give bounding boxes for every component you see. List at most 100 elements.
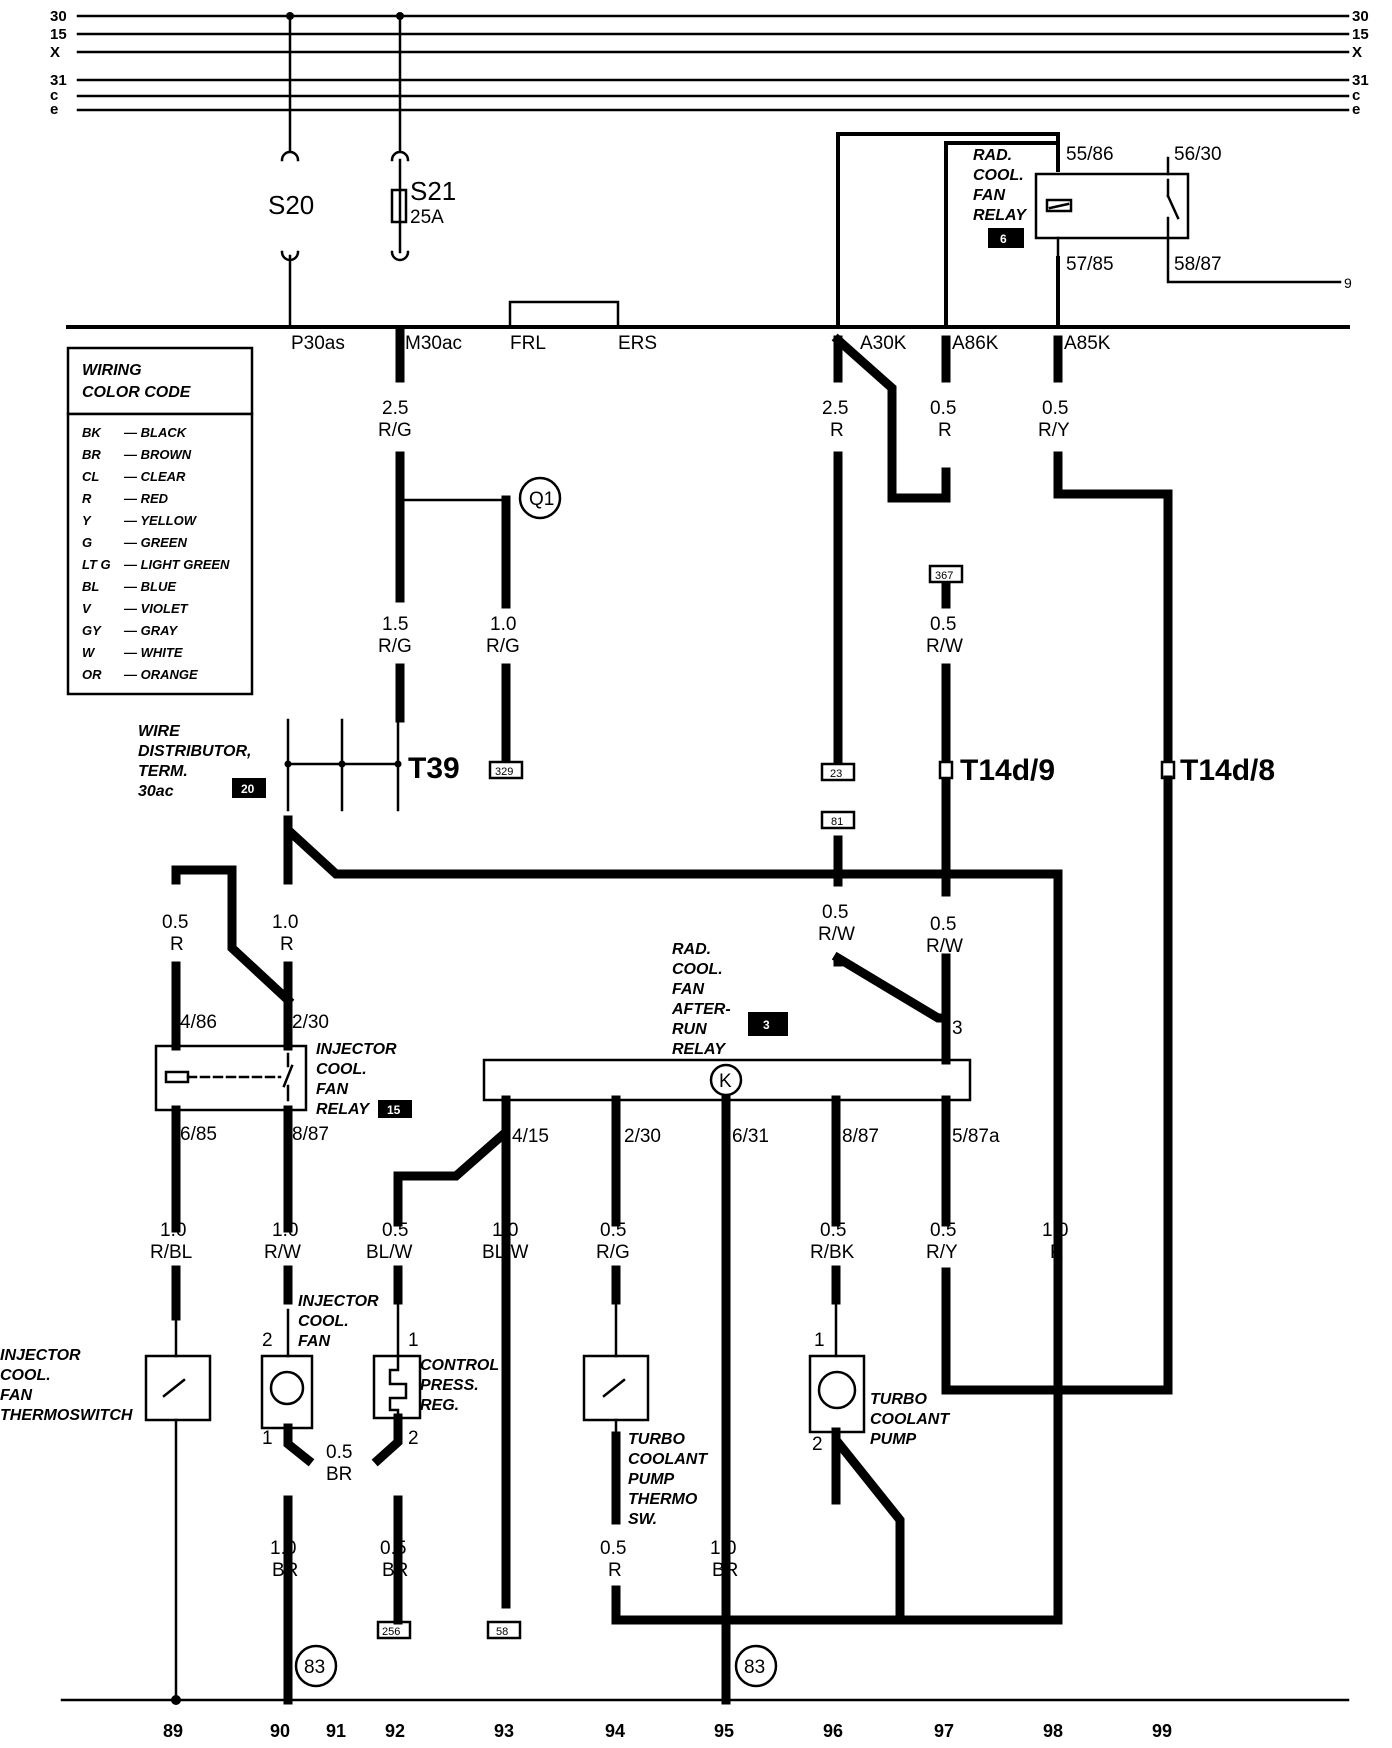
- svg-text:RELAY: RELAY: [672, 1041, 726, 1058]
- svg-text:— LIGHT GREEN: — LIGHT GREEN: [123, 557, 230, 572]
- svg-text:— VIOLET: — VIOLET: [123, 601, 189, 616]
- ref-box-23: 23: [820, 762, 856, 782]
- svg-text:TERM.: TERM.: [138, 763, 188, 780]
- svg-text:Q1: Q1: [529, 489, 554, 510]
- svg-text:23: 23: [830, 768, 842, 780]
- svg-text:FAN: FAN: [973, 187, 1005, 204]
- svg-text:REG.: REG.: [420, 1397, 459, 1414]
- svg-text:PRESS.: PRESS.: [420, 1377, 479, 1394]
- svg-text:DISTRIBUTOR,: DISTRIBUTOR,: [138, 743, 251, 760]
- svg-text:15: 15: [1352, 26, 1369, 43]
- svg-text:RAD.: RAD.: [973, 147, 1012, 164]
- svg-text:COOL.: COOL.: [316, 1061, 367, 1078]
- svg-text:K: K: [719, 1071, 732, 1092]
- svg-text:1.0: 1.0: [1042, 1220, 1068, 1241]
- svg-text:89: 89: [163, 1721, 183, 1741]
- svg-text:— BLUE: — BLUE: [123, 579, 176, 594]
- svg-text:GY: GY: [82, 623, 102, 638]
- legend-rows: BK— BLACK BR— BROWN CL— CLEAR R— RED Y— …: [82, 425, 230, 682]
- svg-text:WIRING: WIRING: [82, 362, 142, 379]
- svg-text:1.0: 1.0: [272, 912, 298, 933]
- svg-text:M30ac: M30ac: [405, 333, 462, 354]
- svg-text:— GREEN: — GREEN: [123, 535, 187, 550]
- svg-text:FAN: FAN: [298, 1333, 330, 1350]
- svg-text:R/W: R/W: [818, 924, 855, 945]
- svg-text:2.5: 2.5: [382, 398, 408, 419]
- svg-text:367: 367: [935, 570, 953, 582]
- svg-text:R: R: [830, 420, 844, 441]
- svg-text:RUN: RUN: [672, 1021, 707, 1038]
- ground-q1: Q1: [518, 476, 562, 520]
- svg-text:FAN: FAN: [316, 1081, 348, 1098]
- svg-text:2/30: 2/30: [292, 1012, 329, 1033]
- svg-text:31: 31: [1352, 72, 1369, 89]
- svg-text:RAD.: RAD.: [672, 941, 711, 958]
- svg-text:PUMP: PUMP: [628, 1471, 675, 1488]
- svg-text:2: 2: [262, 1330, 273, 1351]
- frl-ers-link: [508, 300, 620, 329]
- svg-text:TURBO: TURBO: [870, 1391, 927, 1408]
- svg-text:BL: BL: [82, 579, 99, 594]
- svg-text:329: 329: [495, 766, 513, 778]
- svg-text:8/87: 8/87: [292, 1124, 329, 1145]
- ref-box-329: 329: [488, 760, 524, 780]
- svg-text:3: 3: [763, 1018, 770, 1032]
- turbo-coolant-pump-thermo-switch: TURBO COOLANT PUMP THERMO SW.: [582, 1298, 1063, 1625]
- bus-labels-left: 30 15 X 31 c e: [50, 8, 67, 118]
- ref-box-256: 256: [376, 1620, 412, 1640]
- svg-text:R/G: R/G: [378, 420, 412, 441]
- svg-text:R: R: [170, 934, 184, 955]
- svg-text:1: 1: [814, 1330, 825, 1351]
- svg-text:— WHITE: — WHITE: [123, 645, 183, 660]
- svg-text:TURBO: TURBO: [628, 1431, 685, 1448]
- svg-text:— RED: — RED: [123, 491, 169, 506]
- svg-text:98: 98: [1043, 1721, 1063, 1741]
- svg-text:R: R: [1050, 1242, 1064, 1263]
- svg-text:THERMOSWITCH: THERMOSWITCH: [0, 1407, 133, 1424]
- svg-text:1.0: 1.0: [272, 1220, 298, 1241]
- svg-text:0.5: 0.5: [600, 1538, 626, 1559]
- svg-text:R/BK: R/BK: [810, 1242, 855, 1263]
- svg-text:30ac: 30ac: [138, 783, 174, 800]
- svg-text:CL: CL: [82, 469, 99, 484]
- svg-text:WIRE: WIRE: [138, 723, 181, 740]
- svg-text:6/31: 6/31: [732, 1126, 769, 1147]
- svg-text:BR: BR: [82, 447, 101, 462]
- svg-text:30: 30: [1352, 8, 1369, 25]
- svg-text:99: 99: [1152, 1721, 1172, 1741]
- svg-text:COLOR CODE: COLOR CODE: [82, 384, 192, 401]
- svg-text:0.5: 0.5: [600, 1220, 626, 1241]
- svg-text:— YELLOW: — YELLOW: [123, 513, 198, 528]
- svg-text:OR: OR: [82, 667, 102, 682]
- svg-text:81: 81: [831, 816, 843, 828]
- wires-middle: [171, 775, 1173, 1605]
- svg-text:c: c: [1352, 87, 1360, 104]
- svg-text:R/Y: R/Y: [926, 1242, 958, 1263]
- svg-text:0.5: 0.5: [930, 1220, 956, 1241]
- svg-text:20: 20: [241, 782, 255, 796]
- svg-text:1.0: 1.0: [160, 1220, 186, 1241]
- connector-t14d-9: T14d/9: [938, 754, 1055, 787]
- svg-text:57/85: 57/85: [1066, 254, 1114, 275]
- bus-labels-right: 30 15 X 31 c e: [1352, 8, 1369, 118]
- svg-text:CONTROL: CONTROL: [420, 1357, 499, 1374]
- svg-text:R/Y: R/Y: [1038, 420, 1070, 441]
- wiring-color-code-legend: WIRING COLOR CODE BK— BLACK BR— BROWN CL…: [66, 346, 254, 696]
- svg-text:R/G: R/G: [486, 636, 520, 657]
- svg-text:Y: Y: [82, 513, 92, 528]
- svg-text:e: e: [50, 101, 58, 118]
- rail-connector-labels: P30as M30ac FRL ERS A30K A86K A85K: [291, 333, 1111, 354]
- svg-text:X: X: [50, 44, 60, 61]
- svg-text:0.5: 0.5: [822, 902, 848, 923]
- svg-text:A85K: A85K: [1064, 333, 1111, 354]
- svg-text:5/87a: 5/87a: [952, 1126, 1000, 1147]
- svg-text:256: 256: [382, 1626, 400, 1638]
- wires-lower: [171, 1095, 951, 1705]
- svg-text:83: 83: [744, 1657, 765, 1678]
- connector-t39: T39: [408, 752, 460, 785]
- svg-text:BL/W: BL/W: [366, 1242, 413, 1263]
- svg-text:2: 2: [408, 1428, 419, 1449]
- bottom-column-numbers: 89 90 91 92 93 94 95 96 97 98 99: [163, 1721, 1172, 1741]
- afterrun-relay: K RAD. COOL. FAN AFTER- RUN RELAY 3 3 4/…: [482, 941, 1000, 1147]
- wire-distributor: WIRE DISTRIBUTOR, TERM. 30ac 20: [138, 718, 402, 812]
